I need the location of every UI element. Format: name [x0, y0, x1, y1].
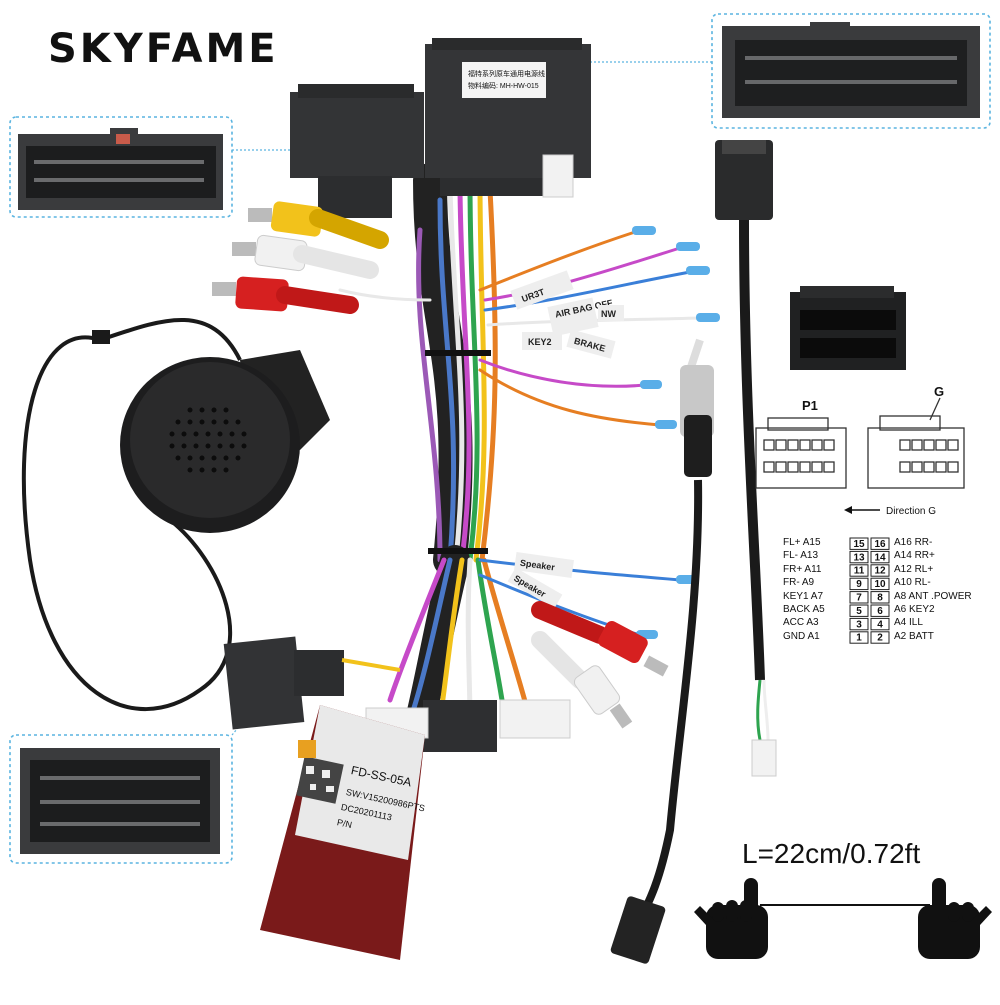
length-label: L=22cm/0.72ft — [742, 838, 921, 869]
pin-number: 7 — [856, 593, 862, 604]
pin-cell — [849, 591, 869, 604]
pin-number: 16 — [874, 539, 886, 550]
pin-number: 2 — [877, 633, 883, 644]
antenna-adapter — [610, 338, 714, 964]
pin-label-left: FR+ A11 — [783, 563, 822, 575]
pin-label-left: GND A1 — [783, 630, 820, 642]
pin-cell — [849, 631, 869, 644]
pin-cell — [870, 591, 890, 604]
hand-pointing-down-icon-right — [918, 878, 992, 959]
pin-cell — [849, 550, 869, 564]
pin-number: 3 — [856, 619, 862, 630]
label-g: G — [934, 384, 944, 399]
connector-diagram-p1 — [755, 417, 847, 489]
pin-cell — [870, 577, 890, 591]
pin-cell — [849, 617, 869, 631]
pin-number: 6 — [877, 606, 883, 617]
pin-label-right: A4 ILL — [894, 617, 923, 629]
cable-ties — [425, 350, 491, 554]
sticker-line2: 物料编码: MH-HW-015 — [468, 81, 539, 90]
pin-cell — [870, 537, 890, 550]
pin-cell — [849, 564, 869, 577]
label-direction: Direction G — [886, 506, 936, 517]
pin-cell — [849, 577, 869, 591]
pin-cell — [870, 564, 890, 577]
label-p1: P1 — [802, 398, 818, 413]
callout-box-bottom-left — [9, 689, 271, 864]
connector-bottom-center — [423, 700, 497, 752]
pin-label-right: A10 RL- — [894, 577, 931, 589]
direction-arrow-icon — [844, 506, 880, 514]
pin-label-right: A16 RR- — [894, 537, 933, 548]
connector-16pin — [790, 286, 906, 370]
callout-box-top-left — [9, 116, 300, 218]
pin-number: 14 — [874, 552, 886, 563]
connector-diagram-g — [867, 397, 965, 489]
speaker-icon — [92, 330, 330, 533]
pin-cell — [870, 550, 890, 564]
tag-nw: NW — [601, 309, 616, 319]
hand-pointing-down-icon-left — [694, 878, 768, 959]
rca-plug-white-lower — [531, 631, 633, 729]
decoder-box: FD-SS-05A SW:V15200986PTS DC20201113 P/N — [260, 705, 426, 960]
pin-number: 5 — [856, 606, 862, 617]
pin-cell — [870, 631, 890, 644]
pin-number: 13 — [853, 552, 865, 563]
pin-label-left: FL+ A15 — [783, 537, 821, 548]
vertical-adapter-cable — [715, 140, 777, 777]
pin-number: 10 — [874, 579, 886, 590]
pin-label-left: BACK A5 — [783, 604, 825, 615]
pin-cell — [870, 604, 890, 617]
tag-speaker-1: Speaker — [519, 558, 556, 573]
pin-number: 11 — [854, 566, 865, 577]
rca-plug-yellow — [248, 201, 389, 249]
pin-label-right: A6 KEY2 — [894, 604, 935, 615]
pin-number: 1 — [856, 633, 862, 644]
pin-label-left: FL- A13 — [783, 550, 819, 562]
pin-cell — [849, 537, 869, 550]
pin-number: 9 — [856, 579, 862, 590]
speaker-cable — [21, 318, 242, 711]
pin-label-right: A2 BATT — [894, 630, 934, 642]
rca-plug-red — [212, 276, 359, 314]
pin-label-right: A12 RL+ — [894, 563, 934, 575]
pin-label-left: FR- A9 — [783, 577, 815, 589]
rca-plug-white — [232, 234, 379, 279]
wire-tags: UR3T AIR BAG OFF KEY2 BRAKE NW Speaker S… — [507, 270, 624, 609]
pin-number: 4 — [877, 619, 883, 630]
pin-label-left: ACC A3 — [783, 617, 819, 629]
connector-bottom-left — [223, 636, 401, 730]
pin-label-left: KEY1 A7 — [783, 590, 824, 602]
connector-top-left — [290, 84, 424, 218]
pin-number: 15 — [853, 539, 865, 550]
pin-label-right: A8 ANT .POWER — [894, 590, 972, 602]
pin-cell — [870, 617, 890, 631]
decoder-pn: P/N — [336, 817, 353, 830]
pin-label-right: A14 RR+ — [894, 550, 935, 562]
pin-cell — [849, 604, 869, 617]
tag-key2: KEY2 — [528, 337, 552, 347]
rca-plug-red-lower — [531, 601, 669, 677]
pin-number: 8 — [877, 593, 883, 604]
brand-logo: SKYFAME — [48, 26, 279, 72]
sticker-line1: 福特系列原车通用电源线 — [468, 69, 545, 78]
small-white-connector-top — [542, 154, 574, 198]
callout-box-top-right — [590, 13, 991, 129]
pin-number: 12 — [874, 566, 886, 577]
